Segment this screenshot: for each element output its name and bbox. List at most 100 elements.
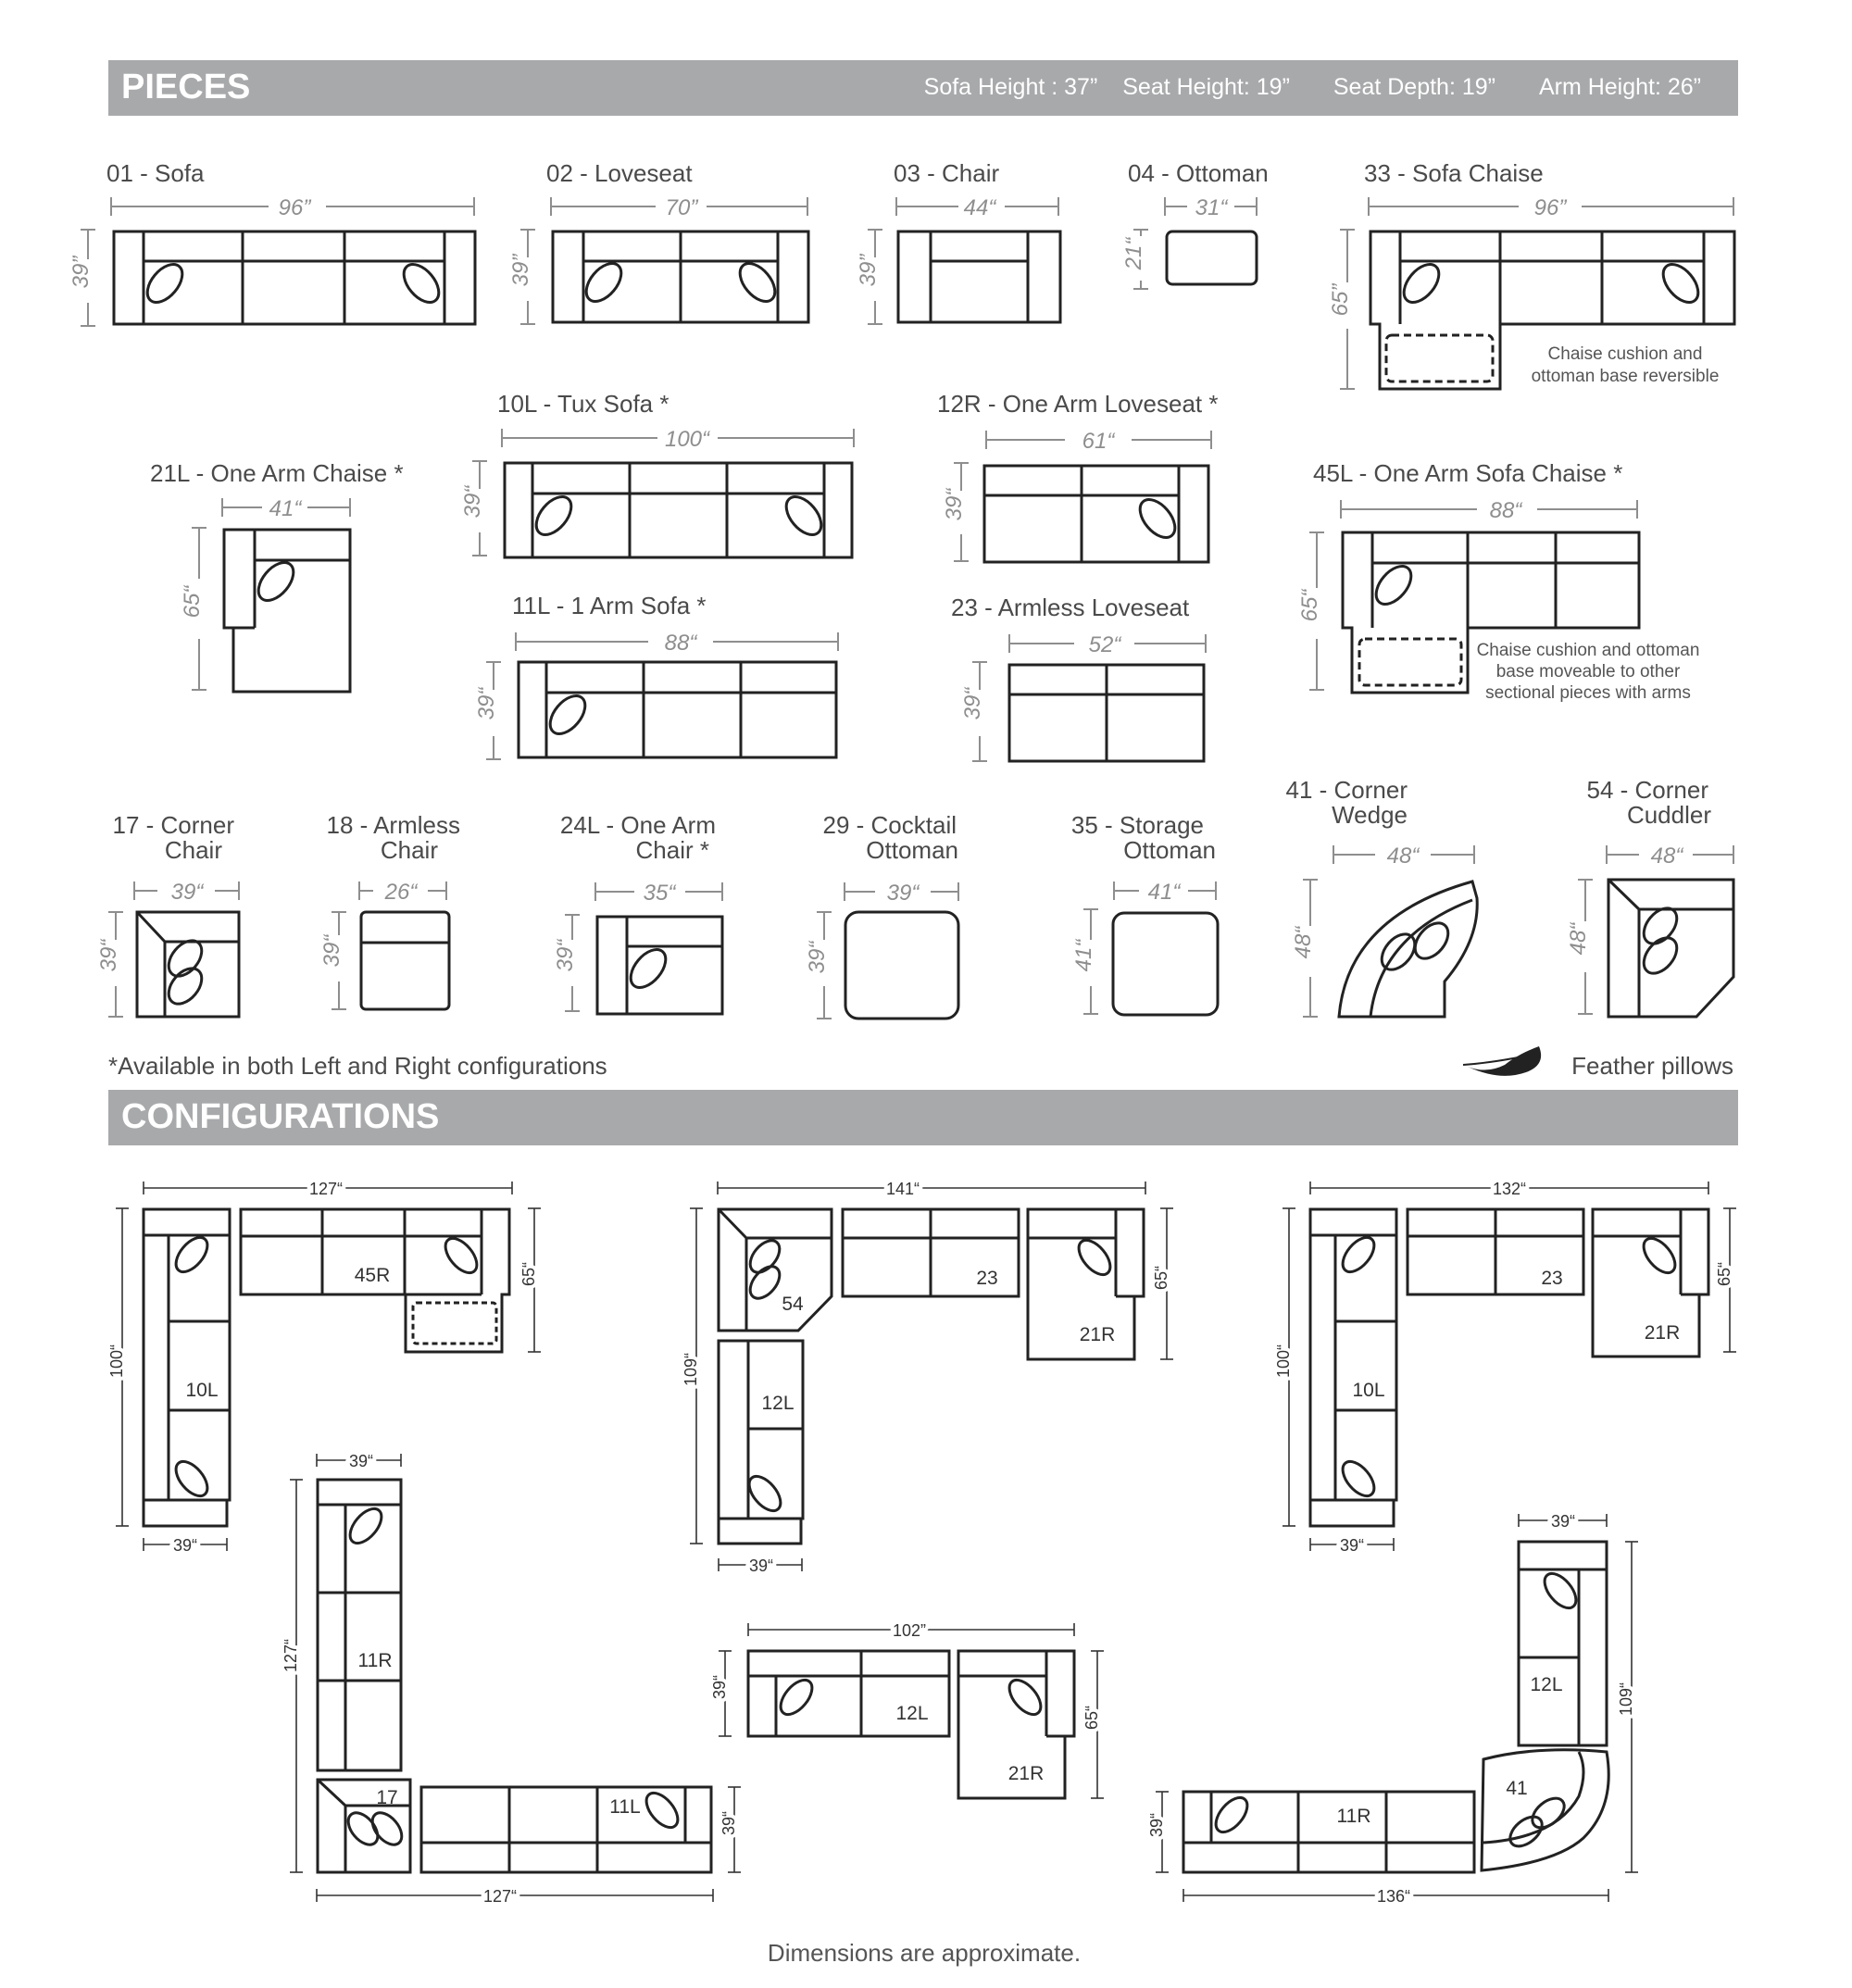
note-line-2: ottoman base reversible xyxy=(1532,367,1720,386)
height-dim: 65“ xyxy=(1297,588,1322,622)
piece-12r-one-arm-loveseat: 12R - One Arm Loveseat * 61“ 39“ xyxy=(937,390,1218,564)
dim-top: 39“ xyxy=(1551,1512,1575,1531)
piece-03-chair: 03 - Chair 44“ 39” xyxy=(856,159,1062,325)
height-dim: 39“ xyxy=(319,933,344,968)
piece-code: 11L xyxy=(609,1796,640,1818)
piece-11l-1-arm-sofa: 11L - 1 Arm Sofa * 88“ 39“ xyxy=(474,592,839,760)
piece-label: 21L - One Arm Chaise * xyxy=(150,459,404,487)
width-dim: 96” xyxy=(279,195,312,220)
piece-label-1: 35 - Storage xyxy=(1071,811,1204,839)
dim-top: 39“ xyxy=(349,1452,373,1470)
piece-18-armless-chair: 18 - Armless Chair 26“ 39“ xyxy=(319,811,461,1011)
piece-label: 11L - 1 Arm Sofa * xyxy=(512,592,707,619)
width-dim: 48“ xyxy=(1651,844,1685,869)
piece-label-1: 24L - One Arm xyxy=(560,811,716,839)
dim-left: 109“ xyxy=(682,1353,700,1386)
piece-label-2: Ottoman xyxy=(866,836,958,864)
height-dim: 39“ xyxy=(942,487,967,521)
width-dim: 52“ xyxy=(1089,632,1123,657)
piece-label-1: 29 - Cocktail xyxy=(823,811,957,839)
width-dim: 35“ xyxy=(644,881,678,906)
width-dim: 88“ xyxy=(1490,498,1524,523)
piece-label-2: Chair * xyxy=(636,836,709,864)
dim-bottom: 39“ xyxy=(1340,1536,1364,1555)
dim-top: 102” xyxy=(893,1621,926,1640)
height-dim: 39“ xyxy=(96,938,121,972)
dim-right: 65“ xyxy=(1082,1706,1101,1730)
note-line-1: Chaise cushion and ottoman xyxy=(1477,641,1700,660)
piece-35-storage-ottoman: 35 - Storage Ottoman 41“ 41“ xyxy=(1071,811,1220,1017)
piece-45l-one-arm-sofa-chaise: 45L - One Arm Sofa Chaise * 88“ 65“ Chai… xyxy=(1297,459,1699,703)
piece-01-sofa: 01 - Sofa 96” 39” xyxy=(69,159,477,327)
width-dim: 61“ xyxy=(1082,429,1117,454)
height-dim: 39“ xyxy=(805,940,830,974)
height-dim: 48“ xyxy=(1566,921,1591,956)
configurations-title: CONFIGURATIONS xyxy=(121,1097,440,1136)
piece-code: 21R xyxy=(1008,1763,1045,1784)
width-dim: 26“ xyxy=(384,880,419,905)
piece-label: 45L - One Arm Sofa Chaise * xyxy=(1313,459,1622,487)
pieces-banner: PIECES Sofa Height : 37” Seat Height: 19… xyxy=(108,60,1738,116)
piece-code: 11R xyxy=(1337,1806,1371,1827)
piece-code: 12L xyxy=(761,1393,794,1414)
piece-23-armless-loveseat: 23 - Armless Loveseat 52“ 39“ xyxy=(951,594,1207,763)
piece-code: 54 xyxy=(782,1294,804,1315)
piece-code: 12L xyxy=(1530,1674,1562,1695)
configuration-4: 39“ 127“ 39“ 127“ 11R 17 11L xyxy=(278,1448,742,1909)
piece-label-1: 41 - Corner xyxy=(1286,776,1408,804)
piece-code: 10L xyxy=(1352,1380,1384,1401)
dim-right: 65“ xyxy=(1152,1266,1170,1290)
configuration-6: 39“ 109“ 39“ 136“ 12L 41 11R xyxy=(1144,1508,1639,1909)
piece-code: 21R xyxy=(1645,1322,1681,1344)
configuration-2: 141“ 65“ 109“ 39“ 54 23 21R 12L xyxy=(678,1176,1174,1579)
piece-17-corner-chair: 17 - Corner Chair 39“ 39“ xyxy=(96,811,241,1019)
piece-label: 04 - Ottoman xyxy=(1128,159,1269,187)
piece-label-1: 54 - Corner xyxy=(1587,776,1709,804)
dim-bottom: 127“ xyxy=(483,1887,517,1906)
width-dim: 31“ xyxy=(1195,195,1230,220)
legend-label: Feather pillows xyxy=(1571,1052,1733,1080)
dim-left: 39“ xyxy=(710,1675,729,1699)
pieces-title: PIECES xyxy=(121,68,251,106)
piece-code: 41 xyxy=(1506,1778,1527,1799)
dim-left: 39“ xyxy=(1147,1813,1166,1837)
piece-21l-one-arm-chaise: 21L - One Arm Chaise * 41“ 65“ xyxy=(150,459,404,694)
height-dim: 41“ xyxy=(1071,938,1096,972)
spec-seat-height: Seat Height: 19” xyxy=(1122,74,1290,100)
dim-left: 100“ xyxy=(107,1344,126,1378)
height-dim: 39” xyxy=(69,256,94,289)
height-dim: 39” xyxy=(508,254,533,287)
piece-41-corner-wedge: 41 - Corner Wedge 48“ 48“ xyxy=(1286,776,1479,1019)
piece-code: 45R xyxy=(355,1265,391,1286)
width-dim: 39“ xyxy=(887,881,921,906)
height-dim: 39” xyxy=(856,254,881,287)
piece-33-sofa-chaise: 33 - Sofa Chaise 96” 65” Chaise cushion … xyxy=(1328,159,1736,391)
piece-label-1: 18 - Armless xyxy=(327,811,461,839)
piece-label: 01 - Sofa xyxy=(106,159,205,187)
spec-seat-depth: Seat Depth: 19” xyxy=(1333,74,1495,100)
piece-code: 23 xyxy=(976,1268,997,1289)
dim-top: 141“ xyxy=(886,1180,920,1198)
height-dim: 65“ xyxy=(180,584,205,619)
piece-label-2: Chair xyxy=(381,836,438,864)
width-dim: 100“ xyxy=(665,427,711,452)
piece-04-ottoman: 04 - Ottoman 31“ 21“ xyxy=(1121,159,1269,290)
height-dim: 21“ xyxy=(1121,236,1146,271)
piece-label: 10L - Tux Sofa * xyxy=(497,390,669,418)
spec-sofa-height: Sofa Height : 37” xyxy=(923,74,1098,100)
width-dim: 44“ xyxy=(964,195,998,220)
dim-right: 109“ xyxy=(1617,1682,1635,1716)
dim-top: 132“ xyxy=(1493,1180,1526,1198)
note-line-3: sectional pieces with arms xyxy=(1485,683,1691,703)
dim-right: 65“ xyxy=(519,1262,538,1286)
dim-right: 65“ xyxy=(1715,1262,1733,1286)
configuration-5: 102” 39“ 65“ 12L 21R xyxy=(707,1618,1105,1800)
height-dim: 39“ xyxy=(553,938,578,972)
piece-24l-one-arm-chair: 24L - One Arm Chair * 35“ 39“ xyxy=(553,811,724,1016)
piece-code: 12L xyxy=(895,1703,928,1724)
piece-code: 17 xyxy=(376,1787,397,1808)
piece-label: 23 - Armless Loveseat xyxy=(951,594,1190,621)
piece-label: 33 - Sofa Chaise xyxy=(1364,159,1544,187)
piece-label-2: Wedge xyxy=(1332,801,1408,829)
